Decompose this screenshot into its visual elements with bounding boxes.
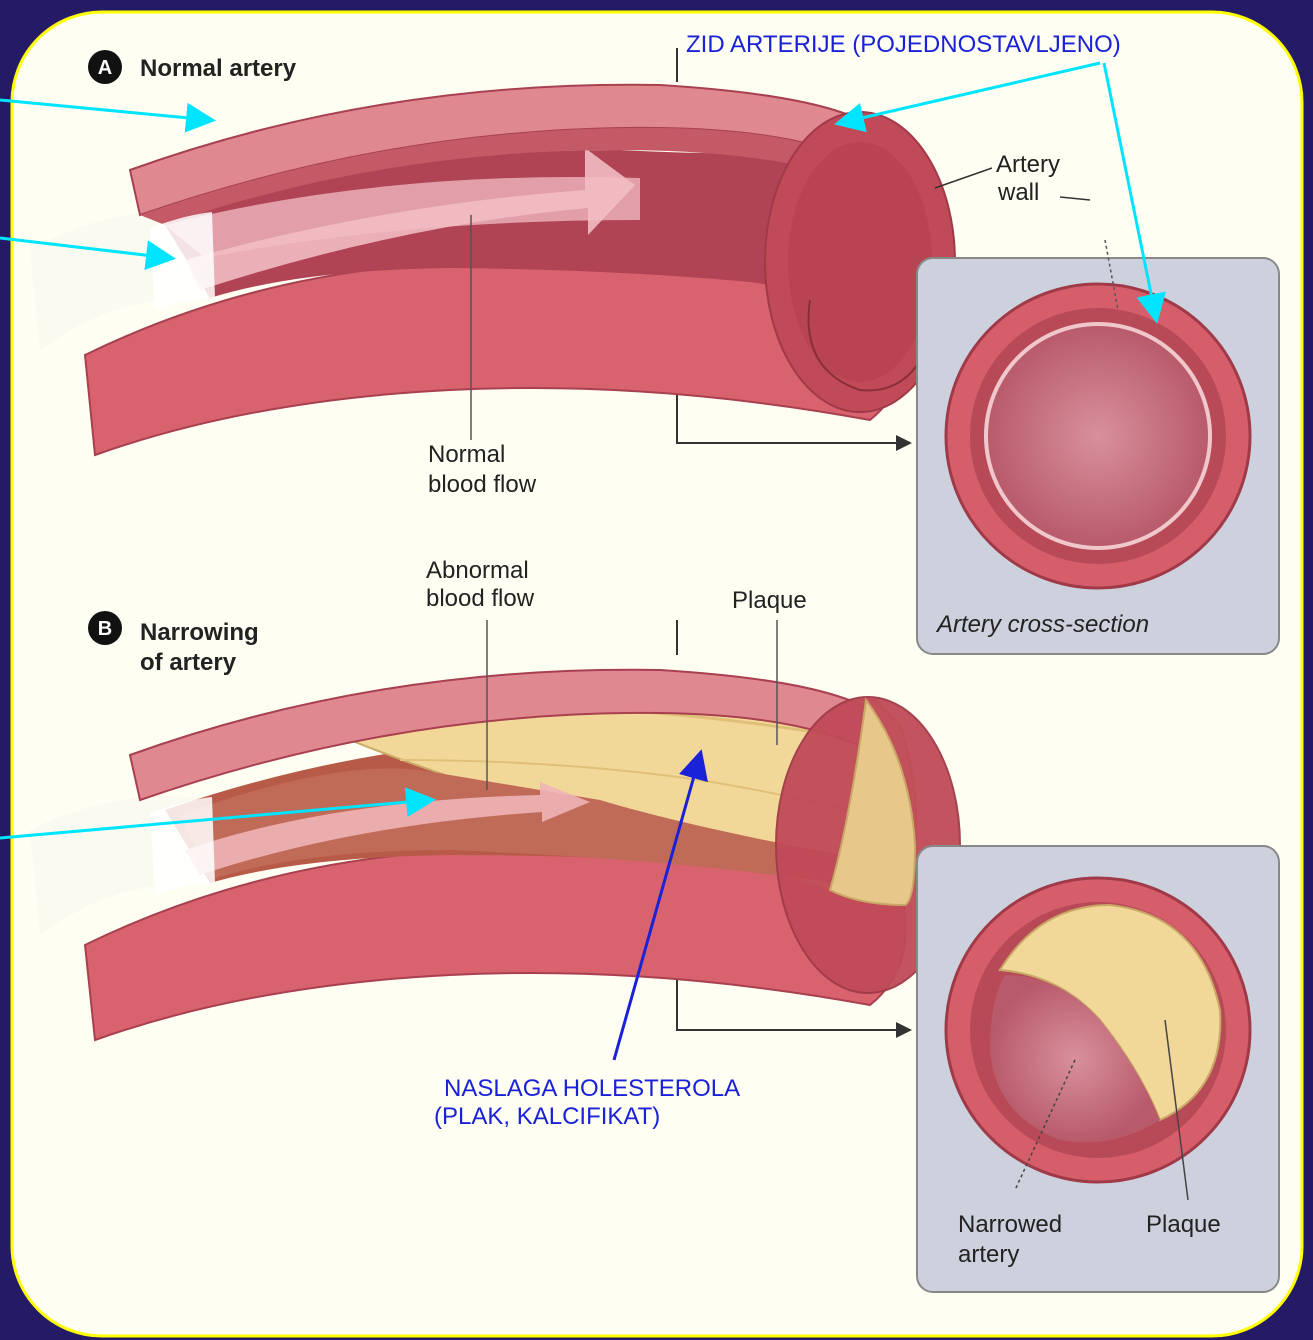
- normal-flow-label-1: Normal: [428, 441, 505, 468]
- naslaga-label-1: NASLAGA HOLESTEROLA: [444, 1075, 740, 1102]
- badge-b: B: [98, 618, 112, 640]
- narrowing-title-line1: Narrowing: [140, 619, 259, 646]
- plaque-label: Plaque: [732, 587, 807, 614]
- badge-a: A: [98, 57, 112, 79]
- narrowing-title-line2: of artery: [140, 649, 237, 676]
- abnormal-flow-label-2: blood flow: [426, 585, 535, 612]
- normal-artery-title: Normal artery: [140, 55, 297, 82]
- narrowed-artery-label-2: artery: [958, 1241, 1019, 1268]
- zid-arterije-label: ZID ARTERIJE (POJEDNOSTAVLJENO): [686, 31, 1121, 58]
- cross-section-a: [917, 240, 1279, 654]
- cross-section-caption: Artery cross-section: [935, 611, 1149, 638]
- plaque-cross-label: Plaque: [1146, 1211, 1221, 1238]
- normal-flow-label-2: blood flow: [428, 471, 537, 498]
- naslaga-label-2: (PLAK, KALCIFIKAT): [434, 1103, 660, 1130]
- artery-wall-label-1: Artery: [996, 151, 1060, 178]
- abnormal-flow-label-1: Abnormal: [426, 557, 529, 584]
- artery-wall-label-2: wall: [997, 179, 1039, 206]
- narrowed-artery-label-1: Narrowed: [958, 1211, 1062, 1238]
